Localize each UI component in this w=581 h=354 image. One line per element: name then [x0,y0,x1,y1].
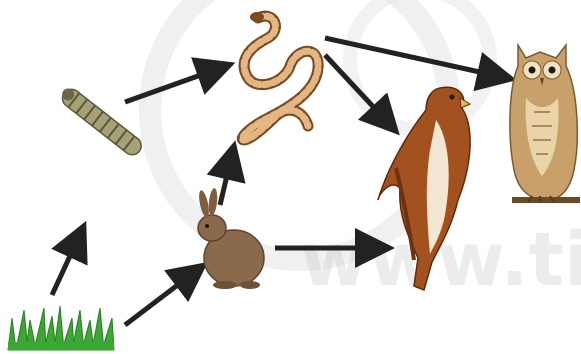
caterpillar-icon [57,84,145,158]
grass-icon [8,306,114,350]
arrow-grass-caterpillar [52,230,82,295]
arrow-grass-rabbit [125,268,200,325]
arrow-caterpillar-snake [125,66,226,102]
owl-icon [510,45,580,203]
arrow-snake-hawk [325,55,393,128]
arrow-rabbit-snake [220,150,233,205]
rabbit-icon [197,188,264,289]
snake-icon [242,12,318,140]
